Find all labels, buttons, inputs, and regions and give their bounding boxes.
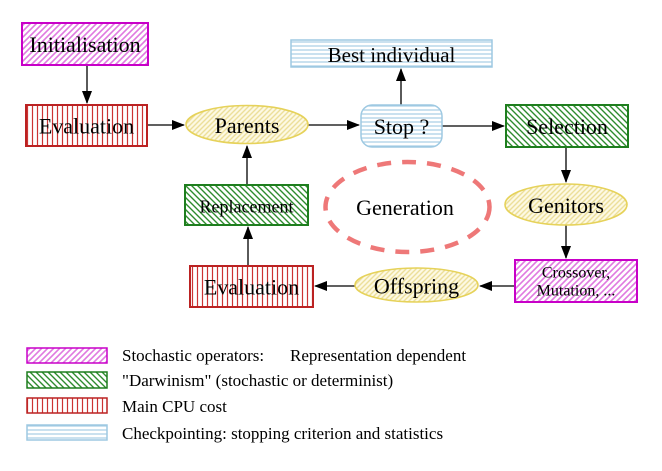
legend-swatch-stochastic [26, 347, 108, 364]
node-evaluation-top: Evaluation [25, 104, 148, 147]
initialisation-box [21, 22, 149, 66]
stop-box [360, 104, 443, 148]
crossover-mutation-box [514, 259, 638, 303]
node-best-individual: Best individual [290, 39, 493, 68]
offspring-label: Offspring [374, 274, 459, 299]
evaluation-bottom-label: Evaluation [204, 275, 299, 300]
replacement-label: Replacement [200, 196, 294, 216]
node-offspring: Offspring [354, 267, 479, 303]
genitors-label: Genitors [528, 193, 604, 218]
crossover-label-line2: Mutation, ... [537, 283, 616, 300]
stop-label: Stop ? [374, 114, 430, 139]
crossover-label-line1: Crossover, [542, 265, 610, 282]
parents-ellipse [185, 104, 309, 145]
parents-label: Parents [215, 113, 280, 138]
node-genitors: Genitors [504, 183, 628, 226]
evaluation-top-label: Evaluation [39, 114, 134, 139]
selection-box [505, 104, 629, 148]
legend-label-darwinism: "Darwinism" (stochastic or determinist) [122, 371, 393, 390]
generation-label: Generation [356, 195, 454, 220]
best-individual-label: Best individual [328, 43, 456, 67]
legend-label-cpu: Main CPU cost [122, 397, 227, 416]
legend-label-stochastic: Stochastic operators: [122, 346, 264, 365]
node-evaluation-bottom: Evaluation [189, 265, 314, 308]
legend-label-checkpointing: Checkpointing: stopping criterion and st… [122, 424, 443, 443]
node-replacement: Replacement [184, 184, 309, 226]
evaluation-top-box [25, 104, 148, 147]
replacement-box [184, 184, 309, 226]
legend-label-representation: Representation dependent [290, 346, 466, 365]
initialisation-label: Initialisation [29, 32, 140, 57]
node-crossover-mutation: Crossover, Mutation, ... [514, 259, 638, 303]
node-generation: Generation [323, 159, 492, 255]
node-initialisation: Initialisation [21, 22, 149, 66]
selection-label: Selection [526, 114, 608, 139]
node-selection: Selection [505, 104, 629, 148]
evaluation-bottom-box [189, 265, 314, 308]
node-stop: Stop ? [360, 104, 443, 148]
generation-dashed-ellipse [323, 159, 492, 255]
genitors-ellipse [504, 183, 628, 226]
legend-swatch-checkpointing [26, 424, 108, 441]
node-parents: Parents [185, 104, 309, 145]
legend-swatch-darwinism [26, 371, 108, 389]
best-individual-box [290, 39, 493, 68]
offspring-ellipse [354, 267, 479, 303]
legend-swatch-cpu [26, 397, 108, 414]
legend: Stochastic operators: Representation dep… [26, 346, 466, 443]
